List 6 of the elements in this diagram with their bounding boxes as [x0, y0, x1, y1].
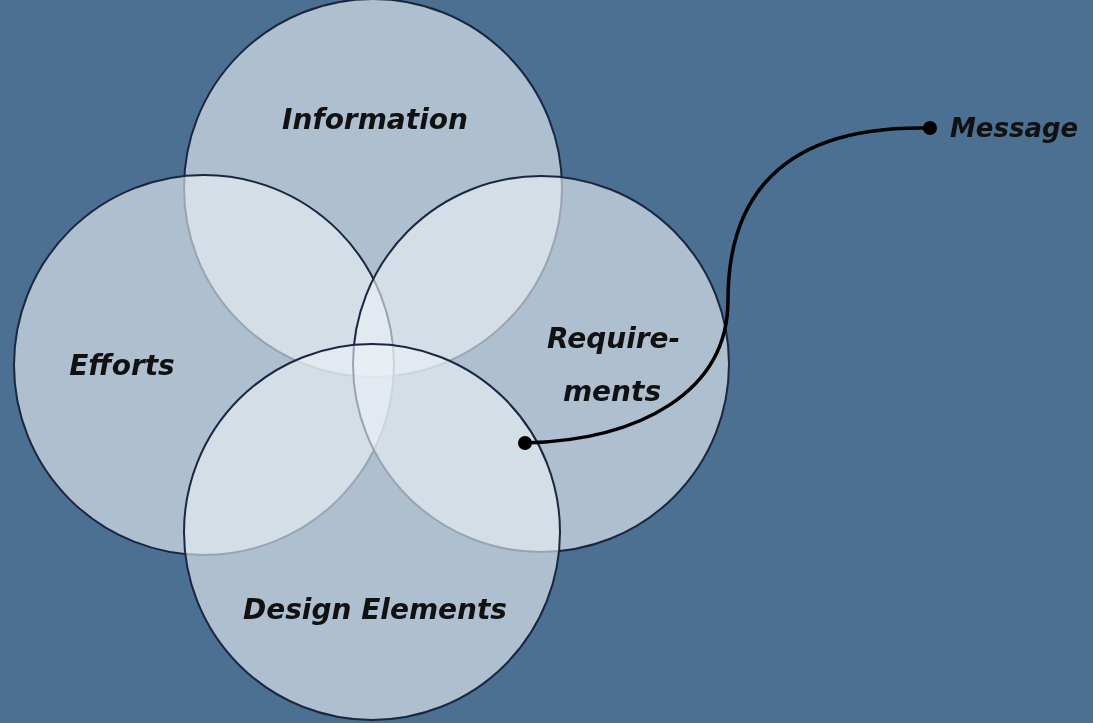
leader-line	[518, 121, 937, 450]
circle-label: Design Elements	[241, 592, 509, 629]
circle-label: Require- ments	[547, 320, 677, 410]
circle-label: Information	[281, 102, 469, 139]
message-label: Message	[950, 111, 1079, 145]
circle-label: Efforts	[68, 348, 176, 385]
